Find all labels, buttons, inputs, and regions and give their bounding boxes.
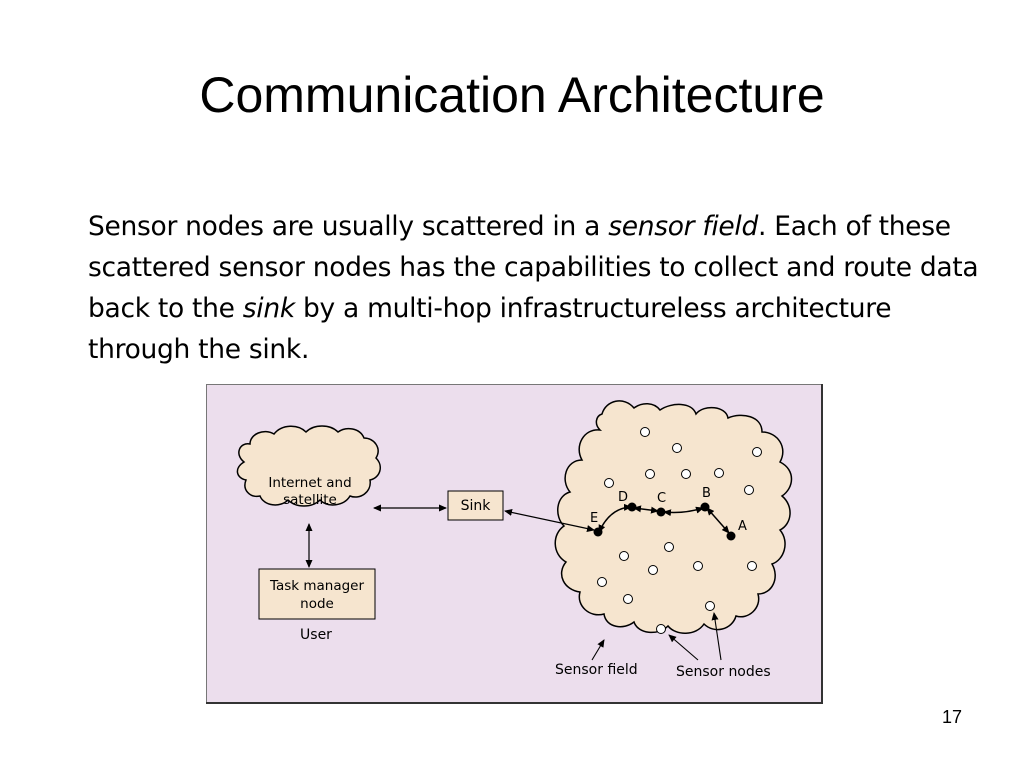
- scattered-sensor-nodes: [597, 427, 762, 634]
- paragraph-text-2: . Each of these scattered sensor nodes h…: [88, 211, 979, 324]
- arrow-sink-sensor-e: [504, 509, 595, 532]
- sensor-node-c: [656, 507, 666, 517]
- sink-box: [447, 490, 504, 521]
- sensor-node: [681, 469, 691, 479]
- pointer-sensor-nodes-1: [668, 634, 699, 661]
- sensor-node: [664, 542, 674, 552]
- sensor-node: [645, 469, 655, 479]
- node-label-a: A: [738, 519, 747, 534]
- paragraph-text-3: by a multi-hop infrastructureless archit…: [88, 293, 892, 365]
- sensor-node: [648, 565, 658, 575]
- sensor-node-e: [593, 527, 603, 537]
- node-label-e: E: [590, 511, 598, 526]
- node-label-c: C: [657, 491, 666, 506]
- sensor-node: [747, 561, 757, 571]
- sink-label: Sink: [461, 498, 492, 514]
- internet-label-1: Internet and: [268, 475, 351, 491]
- node-label-b: B: [702, 486, 711, 501]
- route-d-c: [633, 505, 659, 514]
- sensor-node: [744, 485, 754, 495]
- internet-cloud-shape: [236, 425, 381, 507]
- sensor-node-d: [627, 502, 637, 512]
- sensor-field-term: sensor field: [608, 211, 759, 242]
- sensor-node: [619, 551, 629, 561]
- sensor-node: [693, 561, 703, 571]
- task-manager-label-2: node: [300, 596, 334, 612]
- node-label-d: D: [618, 490, 628, 505]
- sensor-node-a: [726, 531, 736, 541]
- sensor-nodes-label: Sensor nodes: [676, 664, 771, 680]
- architecture-diagram: Internet and satellite Sink Task manager…: [206, 384, 823, 704]
- sensor-node: [597, 577, 607, 587]
- sensor-node: [752, 447, 762, 457]
- task-manager-box: [258, 568, 376, 620]
- sensor-node: [604, 478, 614, 488]
- route-c-b: [663, 506, 704, 517]
- sensor-node: [672, 443, 682, 453]
- user-label: User: [300, 627, 332, 643]
- pointer-sensor-field: [591, 639, 605, 661]
- sensor-node-b: [700, 502, 710, 512]
- paragraph-text-1: Sensor nodes are usually scattered in a: [88, 211, 609, 242]
- sensor-field-label: Sensor field: [555, 662, 638, 678]
- sensor-node: [656, 624, 666, 634]
- slide-title: Communication Architecture: [199, 67, 825, 123]
- pointer-sensor-nodes-2: [711, 612, 722, 661]
- sensor-node: [705, 601, 715, 611]
- sensor-node: [714, 468, 724, 478]
- sensor-node: [640, 427, 650, 437]
- sink-term: sink: [242, 293, 295, 324]
- task-manager-label-1: Task manager: [269, 578, 365, 594]
- internet-label-2: satellite: [283, 492, 337, 508]
- slide-number: 17: [941, 707, 962, 727]
- body-paragraph: Sensor nodes are usually scattered in a …: [88, 206, 988, 370]
- sensor-node: [623, 594, 633, 604]
- route-b-a: [706, 507, 730, 534]
